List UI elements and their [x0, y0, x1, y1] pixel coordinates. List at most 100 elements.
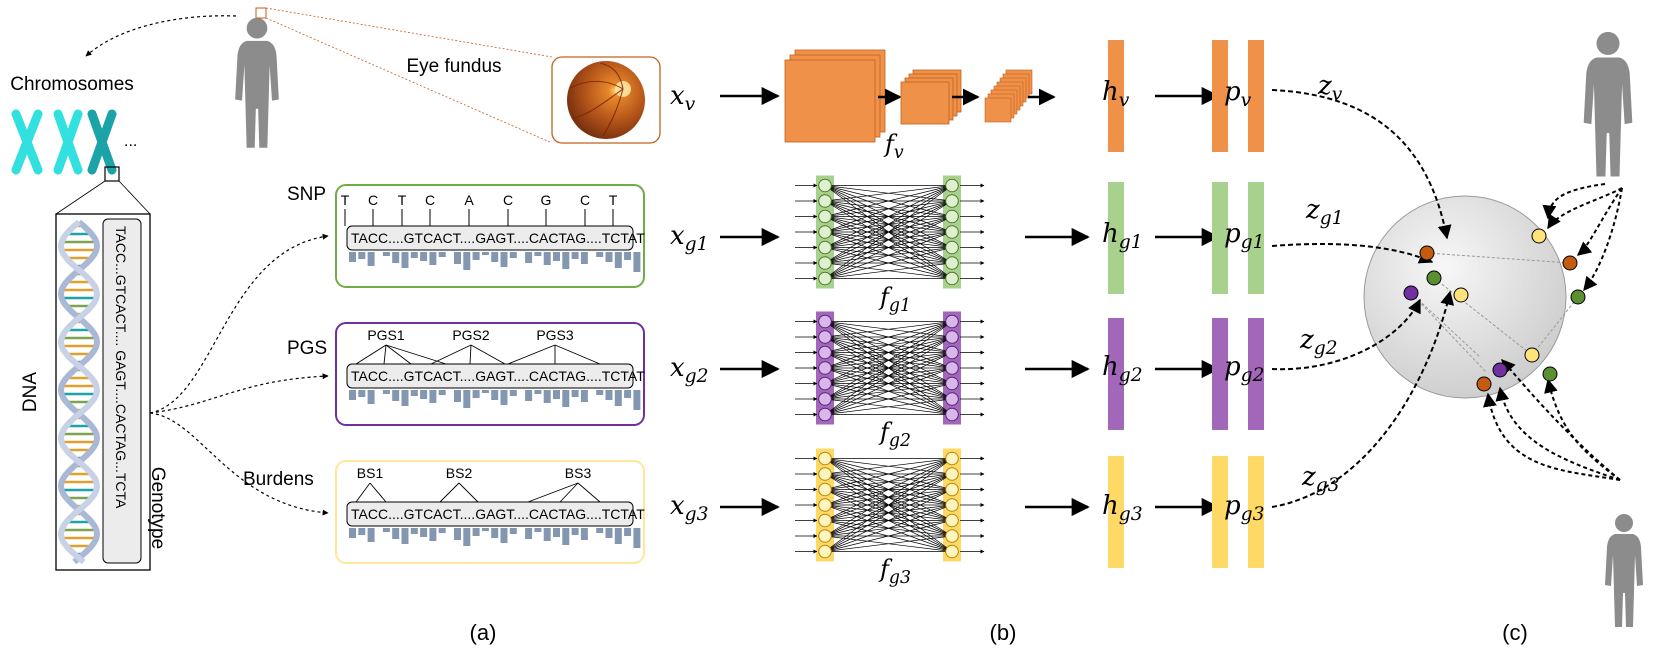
mlp-node [818, 392, 832, 406]
pgs-connector [383, 344, 387, 365]
pgs-connector [385, 344, 412, 365]
mlp-node [945, 482, 959, 497]
dna-strand [57, 219, 101, 565]
mlp-node [945, 544, 959, 559]
sequence-bar [401, 252, 409, 268]
mlp-node [818, 513, 832, 528]
h-g3-bar [1108, 456, 1124, 568]
sequence-bar [358, 252, 366, 259]
sequence-bar [500, 528, 508, 543]
sequence-bar [580, 390, 588, 402]
sequence-bar [509, 252, 517, 258]
chromosome-zoom-box [104, 166, 120, 182]
sequence-bar [605, 390, 613, 400]
sequence-bar [463, 528, 471, 546]
sequence-bar [553, 252, 560, 261]
mlp-edge [824, 336, 953, 415]
mlp-node [945, 498, 959, 512]
mlp-node [945, 178, 959, 193]
label-zg1: zg1 [1305, 195, 1344, 229]
p-g3-bars [1212, 456, 1264, 568]
sequence-bar [491, 390, 499, 400]
chromosomes-label: Chromosomes [10, 74, 134, 95]
sequence-bar [553, 528, 560, 537]
sequence-bar [596, 390, 604, 395]
sequence-bar [525, 528, 533, 539]
chromosomes-icon [11, 109, 117, 175]
sequence-bar [358, 528, 366, 535]
p-v-bars [1212, 40, 1264, 152]
sequence-bar [481, 528, 489, 531]
label-pv: pv [1224, 77, 1252, 111]
mlp-node [818, 256, 832, 270]
mlp-edge [824, 185, 953, 248]
mlp-edge [824, 321, 953, 338]
snp-letter: C [580, 192, 590, 208]
sequence-bar [438, 252, 446, 257]
panel-c-label: (c) [1502, 620, 1528, 645]
cnn-encoder-fv [784, 49, 1056, 143]
mlp-edge [824, 535, 953, 552]
pgs-connector [430, 344, 472, 365]
input-arrows [720, 86, 780, 517]
dna-strand [57, 219, 101, 565]
sequence-bar [420, 252, 428, 261]
pgs-connector [469, 344, 472, 365]
sequence-bar [429, 528, 437, 541]
sequence-bar [534, 390, 542, 394]
mlp-encoder-fg3 [795, 448, 985, 562]
input-xv: xv [670, 81, 696, 115]
mlp-edge [824, 185, 953, 279]
mlp-edge [824, 458, 953, 537]
sequence-bar [534, 528, 542, 532]
mlp-edge [824, 231, 953, 279]
sequence-bar [633, 528, 641, 548]
mlp-node [945, 240, 959, 255]
sequence-bar [392, 390, 400, 401]
mlp-node [818, 482, 832, 497]
sequence-bar [624, 252, 632, 260]
pgs-sequence-box [346, 363, 634, 389]
mlp-edge [824, 185, 953, 233]
sequence-bar [382, 252, 390, 256]
sequence-bar [543, 390, 551, 403]
bs-connector [355, 482, 371, 503]
sequence-bar [491, 252, 499, 262]
mlp-node [945, 513, 959, 528]
burdens-label: Burdens [243, 469, 314, 490]
sequence-bar [472, 528, 480, 536]
sequence-bar [491, 528, 499, 538]
sequence-bar [410, 390, 418, 396]
mlp-node [818, 330, 832, 344]
mlp-encoder-fg2 [795, 311, 985, 425]
sequence-bar [543, 252, 551, 265]
mlp-node [818, 451, 832, 466]
mlp-node [818, 240, 832, 255]
mlp-node [945, 376, 959, 391]
z-arrows [1271, 89, 1455, 508]
sequence-bar [429, 390, 437, 403]
mlp-node [818, 314, 832, 329]
mlp-edge [824, 321, 953, 400]
sequence-bar [401, 528, 409, 544]
h-to-p-arrows [1155, 86, 1220, 517]
label-hg2: hg2 [1102, 352, 1143, 386]
sequence-bar [463, 252, 471, 270]
label-hg1: hg1 [1102, 219, 1143, 253]
mlp-node [818, 467, 832, 481]
mlp-node [818, 407, 832, 422]
chromosomes-ellipsis: ... [124, 133, 137, 150]
mlp-node [945, 209, 959, 224]
input-xg2: xg2 [670, 353, 709, 387]
snp-letter: T [398, 192, 407, 208]
mlp-edge [824, 247, 953, 279]
h-v-bar [1108, 40, 1124, 152]
mlp-edge [824, 458, 953, 475]
pgs-label-1: PGS1 [367, 327, 405, 343]
sequence-bar [420, 528, 428, 537]
mlp-edge [824, 185, 953, 202]
sequence-bar [438, 390, 446, 395]
sequence-bar [562, 528, 570, 545]
mlp-edge [824, 321, 953, 369]
sequence-bar [392, 528, 400, 539]
